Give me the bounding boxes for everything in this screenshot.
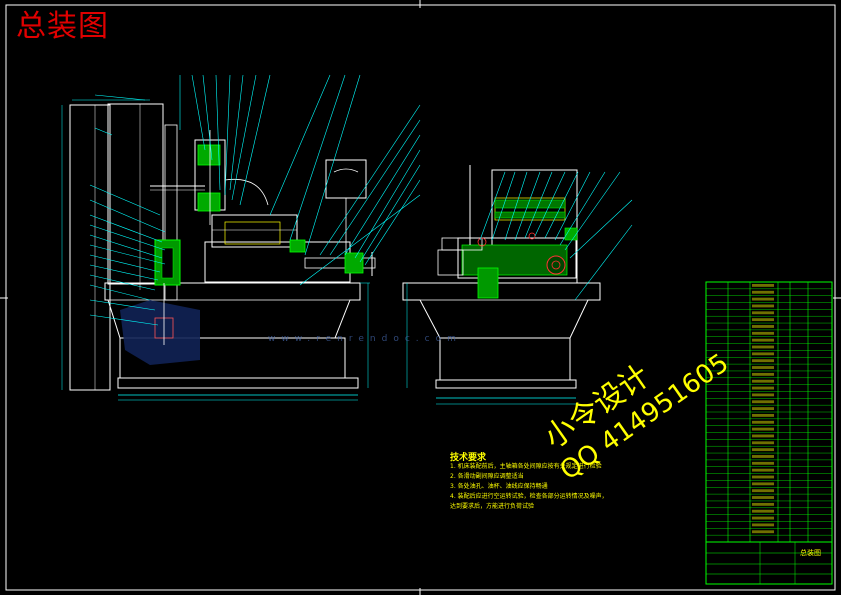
tech-requirements-list: 1. 机床装配前后，主轴箱各处间隙应按有关规定进行检验 2. 各滑动副间隙应调整… [450,462,670,512]
watermark-site: www.renrendoc.com [268,334,462,344]
bom-cell-mark [752,489,774,493]
bom-cell-mark [752,455,774,458]
bom-cell-mark [752,475,774,479]
bom-cell-mark [752,359,774,363]
page-title: 总装图 [16,9,109,44]
bom-cell-mark [752,482,774,486]
bom-cell-mark [752,407,774,410]
bom-cell-mark [752,420,774,424]
bom-cell-mark [752,400,774,404]
bom-cell-mark [752,441,774,445]
bom-cell-mark [752,530,774,534]
bom-cell-mark [752,297,774,301]
bom-cell-mark [752,366,774,369]
bom-cell-mark [752,311,774,315]
bom-cell-mark [752,290,774,294]
parts-list [705,281,833,585]
bom-cell-mark [752,509,774,513]
bom-cell-mark [752,468,774,472]
bom-cell-mark [752,325,774,328]
bom-cell-mark [752,379,774,383]
tech-requirement: 达到要求后，方能进行负荷试验 [450,503,535,510]
outer-border [5,4,836,591]
tech-requirement: 2. 各滑动副间隙应调整适当 [450,473,524,480]
tech-requirement: 1. 机床装配前后，主轴箱各处间隙应按有关规定进行检验 [450,463,602,470]
bom-cell-mark [752,393,774,397]
bom-cell-mark [752,331,774,335]
tech-requirement: 3. 各处油孔、油杯、油线应保持畅通 [450,483,548,490]
bom-cell-mark [752,304,774,308]
bom-cell-mark [752,448,774,452]
front-leaders [89,74,421,326]
bom-cell-mark [752,496,774,499]
bom-cell-mark [752,386,774,390]
bom-cell-mark [752,352,774,356]
bom-cell-mark [752,502,774,506]
tech-requirements-heading: 技术要求 [450,453,487,463]
tech-requirement: 4. 装配后应进行空运转试验，检查各部分运转情况及噪声， [450,493,608,500]
title-block-name: 总装图 [800,549,821,557]
bom-cell-mark [752,345,774,349]
side-view [402,165,601,405]
bom-cell-mark [752,523,774,527]
side-leaders [479,171,633,301]
bom-cell-mark [752,434,774,438]
bom-cell-mark [752,461,774,465]
bom-cell-mark [752,414,774,417]
bom-cell-mark [752,284,774,287]
bom-cell-mark [752,516,774,520]
bom-cell-mark [752,318,774,322]
front-view [61,99,376,401]
bom-cell-mark [752,372,774,376]
bom-cell-mark [752,338,774,342]
bom-cell-mark [752,427,774,431]
